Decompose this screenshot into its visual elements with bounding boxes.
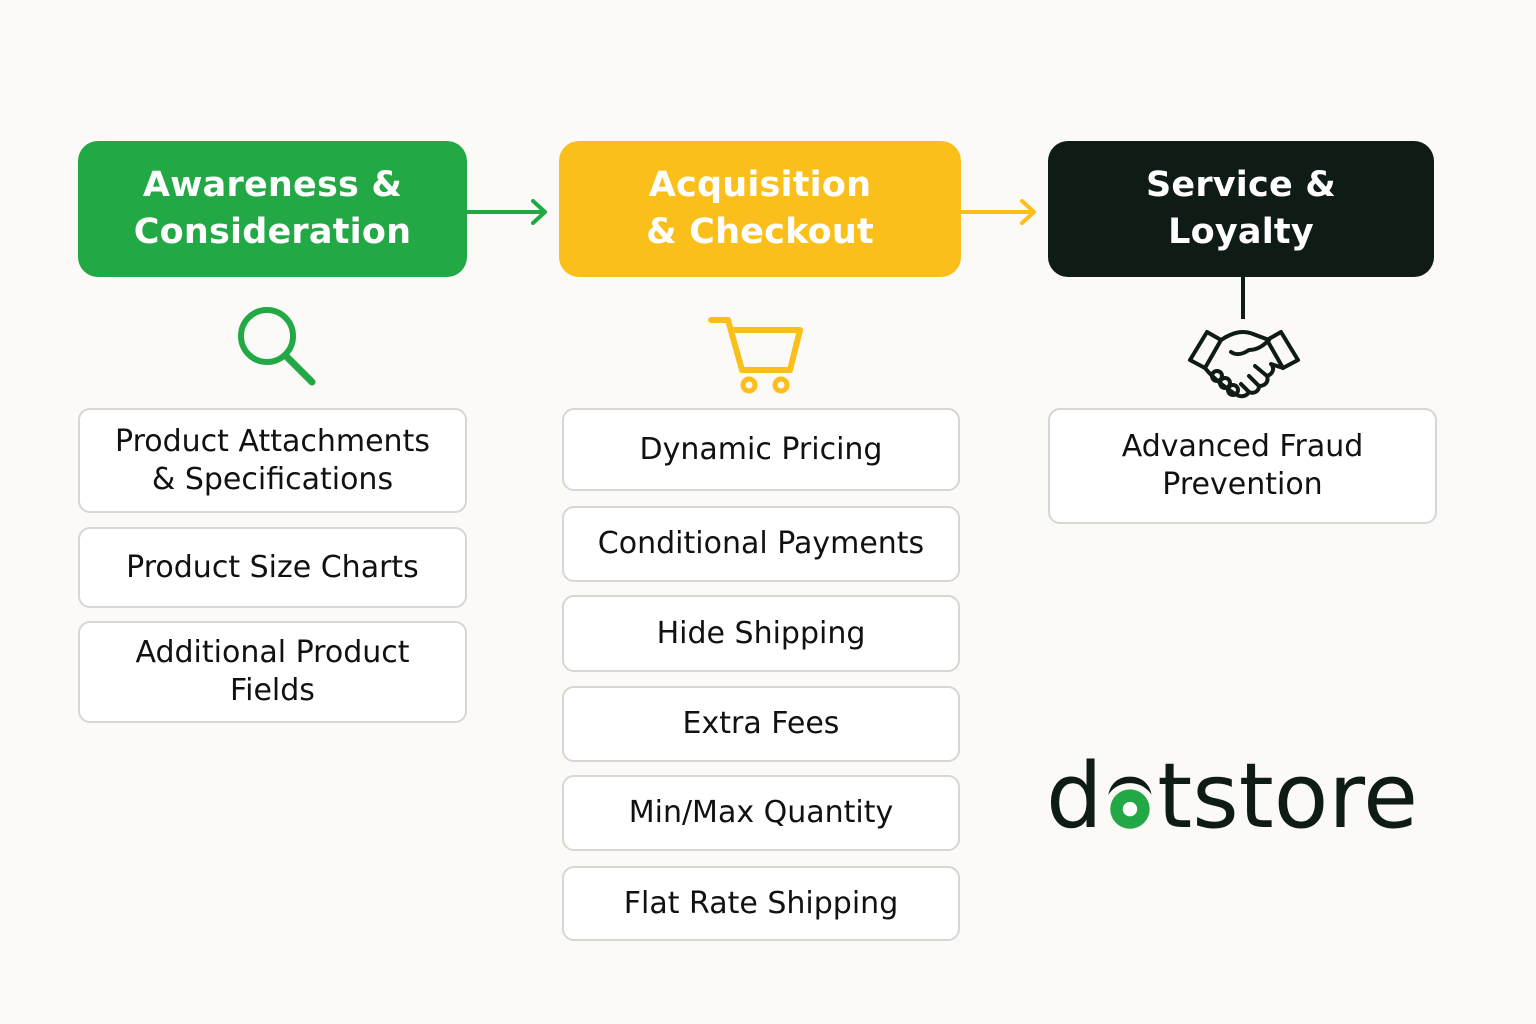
- list-item: Min/Max Quantity: [562, 775, 960, 851]
- list-item-label: Product Size Charts: [126, 549, 419, 585]
- stage-header-awareness: Awareness & Consideration: [78, 141, 467, 277]
- list-item: Additional Product Fields: [78, 621, 467, 723]
- list-item-label: Dynamic Pricing: [639, 431, 883, 467]
- stage-header-acquisition: Acquisition & Checkout: [559, 141, 961, 277]
- list-item: Conditional Payments: [562, 506, 960, 582]
- arrow-right-icon: [467, 199, 547, 225]
- arrow-right-icon: [961, 199, 1036, 225]
- list-item-label: Conditional Payments: [597, 526, 925, 561]
- list-item-label: Flat Rate Shipping: [623, 885, 899, 921]
- list-item: Extra Fees: [562, 686, 960, 762]
- stage-title-service: Service & Loyalty: [1145, 165, 1336, 252]
- list-item-label: Product Attachments & Specifications: [115, 423, 430, 497]
- list-item: Product Attachments & Specifications: [78, 408, 467, 513]
- list-item-label: Advanced Fraud Prevention: [1121, 429, 1364, 502]
- list-item-label: Additional Product Fields: [135, 635, 410, 708]
- stage-title-awareness: Awareness & Consideration: [133, 165, 412, 252]
- stage-title-acquisition: Acquisition & Checkout: [646, 165, 874, 252]
- list-item-label: Extra Fees: [682, 706, 840, 741]
- list-item: Advanced Fraud Prevention: [1048, 408, 1437, 524]
- list-item: Dynamic Pricing: [562, 408, 960, 491]
- dotstore-logo: dotstore: [1046, 745, 1418, 845]
- list-item: Flat Rate Shipping: [562, 866, 960, 941]
- list-item-label: Hide Shipping: [656, 615, 866, 651]
- connector-line: [1241, 277, 1245, 319]
- stage-header-service: Service & Loyalty: [1048, 141, 1434, 277]
- search-icon: [238, 307, 316, 386]
- svg-text:dotstore: dotstore: [1046, 745, 1418, 845]
- list-item-label: Min/Max Quantity: [628, 795, 894, 830]
- cart-icon: [708, 317, 803, 394]
- handshake-icon: [1188, 330, 1300, 399]
- list-item: Hide Shipping: [562, 595, 960, 672]
- list-item: Product Size Charts: [78, 527, 467, 608]
